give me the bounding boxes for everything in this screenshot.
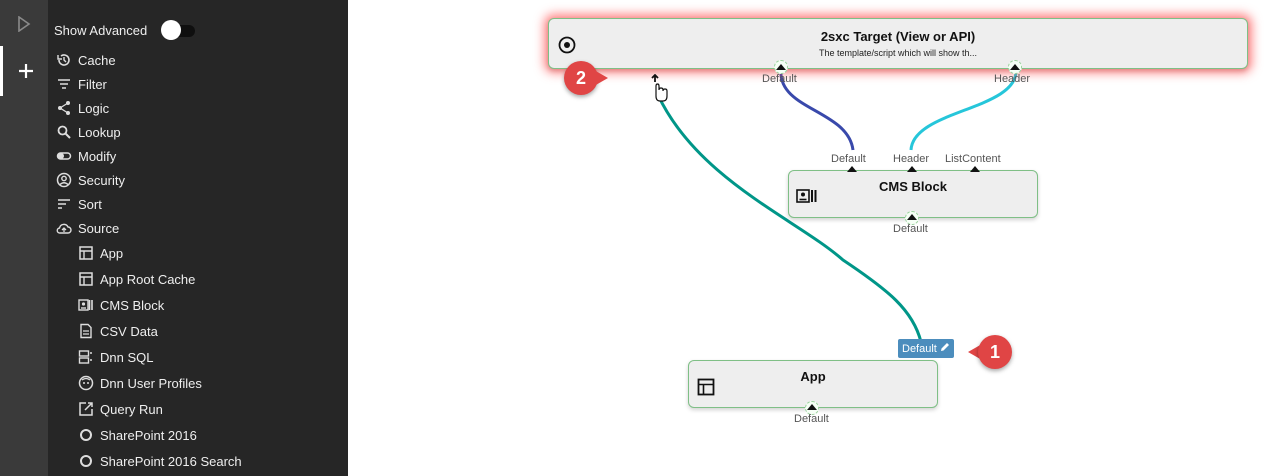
wire-default — [779, 69, 855, 151]
sidebar-category-label: Logic — [78, 100, 110, 116]
sort-icon — [56, 196, 72, 212]
contact-card-icon — [796, 188, 818, 209]
cms-block-port-header[interactable] — [907, 166, 917, 172]
target-icon — [558, 36, 576, 59]
source-item-label: CMS Block — [100, 297, 165, 313]
wire-app — [656, 94, 923, 343]
source-item-label: Query Run — [100, 401, 163, 417]
face-icon — [78, 375, 94, 391]
callout-pointer-2 — [594, 70, 608, 86]
plus-icon[interactable] — [0, 46, 48, 96]
source-item-label: Dnn User Profiles — [100, 375, 202, 391]
show-advanced-toggle[interactable] — [159, 20, 196, 40]
open-external-icon — [78, 401, 94, 417]
sidebar-category-label: Modify — [78, 148, 117, 164]
table-icon — [697, 378, 715, 401]
port-arrow-icon — [776, 64, 786, 70]
source-item-query-run[interactable]: Query Run — [78, 396, 163, 422]
edge-label-text: Default — [902, 342, 937, 355]
sidebar-category-label: Sort — [78, 196, 102, 212]
connection-wires — [656, 69, 1018, 343]
target-node-description: The template/script which will show th..… — [818, 48, 978, 58]
sidebar-category-cache[interactable]: Cache — [56, 48, 116, 72]
cms-block-port-listcontent[interactable] — [970, 166, 980, 172]
cms-block-port-default-label: Default — [831, 153, 866, 165]
share-icon — [56, 100, 72, 116]
port-arrow-icon — [807, 404, 817, 410]
target-port-header-label: Header — [994, 73, 1031, 85]
app-out-port-label: Default — [794, 413, 829, 425]
source-item-label: SharePoint 2016 — [100, 427, 197, 443]
query-designer-canvas[interactable]: 2sxc Target (View or API) The template/s… — [348, 0, 1278, 476]
sidebar-category-logic[interactable]: Logic — [56, 96, 109, 120]
cloud-upload-icon — [56, 220, 72, 236]
sidebar-category-sort[interactable]: Sort — [56, 192, 102, 216]
sidebar-category-label: Source — [78, 220, 120, 236]
port-arrow-icon — [1010, 64, 1020, 70]
sidebar-category-source[interactable]: Source — [56, 216, 119, 240]
sidebar-category-lookup[interactable]: Lookup — [56, 120, 121, 144]
sidebar-category-label: Filter — [78, 76, 107, 92]
cms-block-port-listcontent-label: ListContent — [945, 153, 1001, 165]
cms-block-out-port-label: Default — [893, 223, 928, 235]
table-icon — [78, 271, 94, 287]
play-icon[interactable] — [0, 8, 48, 40]
cms-block-port-default[interactable] — [847, 166, 857, 172]
history-icon — [56, 52, 72, 68]
source-item-sharepoint-2016[interactable]: SharePoint 2016 — [78, 422, 197, 448]
source-item-label: CSV Data — [100, 323, 158, 339]
circle-icon — [78, 427, 94, 443]
pill-icon — [56, 148, 72, 164]
cms-block-port-header-label: Header — [893, 153, 930, 165]
source-item-dnn-sql[interactable]: Dnn SQL — [78, 344, 153, 370]
source-item-dnn-user-profiles[interactable]: Dnn User Profiles — [78, 370, 202, 396]
sidebar-category-modify[interactable]: Modify — [56, 144, 116, 168]
target-node[interactable]: 2sxc Target (View or API) The template/s… — [548, 18, 1248, 69]
source-item-label: App Root Cache — [100, 271, 196, 287]
callout-badge-1: 1 — [978, 335, 1012, 369]
source-item-sharepoint-2016-search[interactable]: SharePoint 2016 Search — [78, 448, 242, 474]
wire-header — [909, 69, 1018, 151]
cms-block-node-title: CMS Block — [879, 179, 947, 194]
table-icon — [78, 245, 94, 261]
source-item-label: Dnn SQL — [100, 349, 154, 365]
target-port-default-label: Default — [762, 73, 797, 85]
source-item-label: SharePoint 2016 Search — [100, 453, 242, 469]
sidebar-category-label: Lookup — [78, 124, 121, 140]
show-advanced-row: Show Advanced — [54, 20, 196, 40]
target-node-title: 2sxc Target (View or API) — [820, 29, 976, 44]
sidebar: Show Advanced Cache Filter Logic Lookup … — [48, 0, 348, 476]
left-rail — [0, 0, 48, 476]
pencil-icon[interactable] — [940, 342, 950, 355]
show-advanced-label: Show Advanced — [54, 22, 148, 38]
source-item-app-root-cache[interactable]: App Root Cache — [78, 266, 195, 292]
sidebar-category-label: Security — [78, 172, 125, 188]
drag-hand-cursor-icon — [648, 73, 670, 109]
edge-label-default[interactable]: Default — [898, 339, 954, 358]
source-item-csv-data[interactable]: CSV Data — [78, 318, 158, 344]
sidebar-category-security[interactable]: Security — [56, 168, 125, 192]
filter-lines-icon — [56, 76, 72, 92]
file-icon — [78, 323, 94, 339]
user-circle-icon — [56, 172, 72, 188]
source-item-label: App — [100, 245, 124, 261]
source-item-cms-block[interactable]: CMS Block — [78, 292, 164, 318]
sidebar-category-filter[interactable]: Filter — [56, 72, 107, 96]
circle-icon — [78, 453, 94, 469]
search-icon — [56, 124, 72, 140]
contact-card-icon — [78, 297, 94, 313]
database-icon — [78, 349, 94, 365]
app-node-title: App — [800, 369, 826, 384]
port-arrow-icon — [907, 214, 917, 220]
callout-badge-2: 2 — [564, 61, 598, 95]
sidebar-category-label: Cache — [78, 52, 116, 68]
app-node[interactable]: App — [688, 360, 938, 408]
source-item-app[interactable]: App — [78, 240, 123, 266]
